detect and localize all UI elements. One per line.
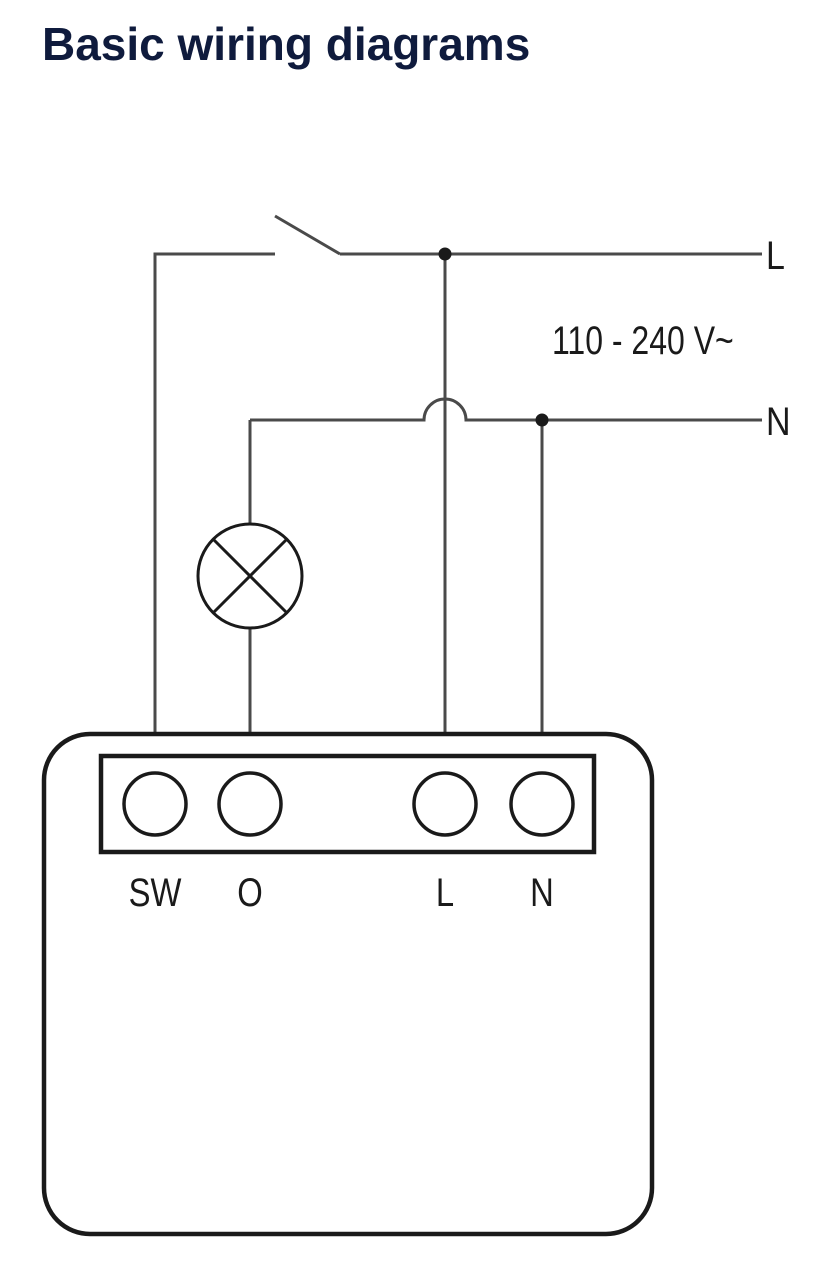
live-junction-dot (438, 247, 452, 261)
terminal-label-l: L (436, 870, 454, 915)
terminal-label-sw: SW (129, 870, 182, 915)
live-line-label: L (766, 232, 785, 277)
terminal-o (217, 771, 283, 837)
lamp-icon (196, 522, 304, 630)
page-title: Basic wiring diagrams (42, 18, 531, 70)
switch-lever (274, 214, 341, 256)
terminal-sw (122, 771, 188, 837)
neutral-line (250, 397, 762, 422)
neutral-line-label: N (766, 398, 791, 443)
terminal-label-o: O (237, 870, 263, 915)
neutral-junction-dot (535, 413, 549, 427)
terminal-l (412, 771, 478, 837)
switch-wire (153, 252, 275, 732)
terminal-block (98, 753, 597, 855)
terminal-n (509, 771, 575, 837)
voltage-label: 110 - 240 V~ (552, 318, 734, 363)
terminal-label-n: N (530, 870, 554, 915)
relay-module-body (41, 731, 655, 1237)
